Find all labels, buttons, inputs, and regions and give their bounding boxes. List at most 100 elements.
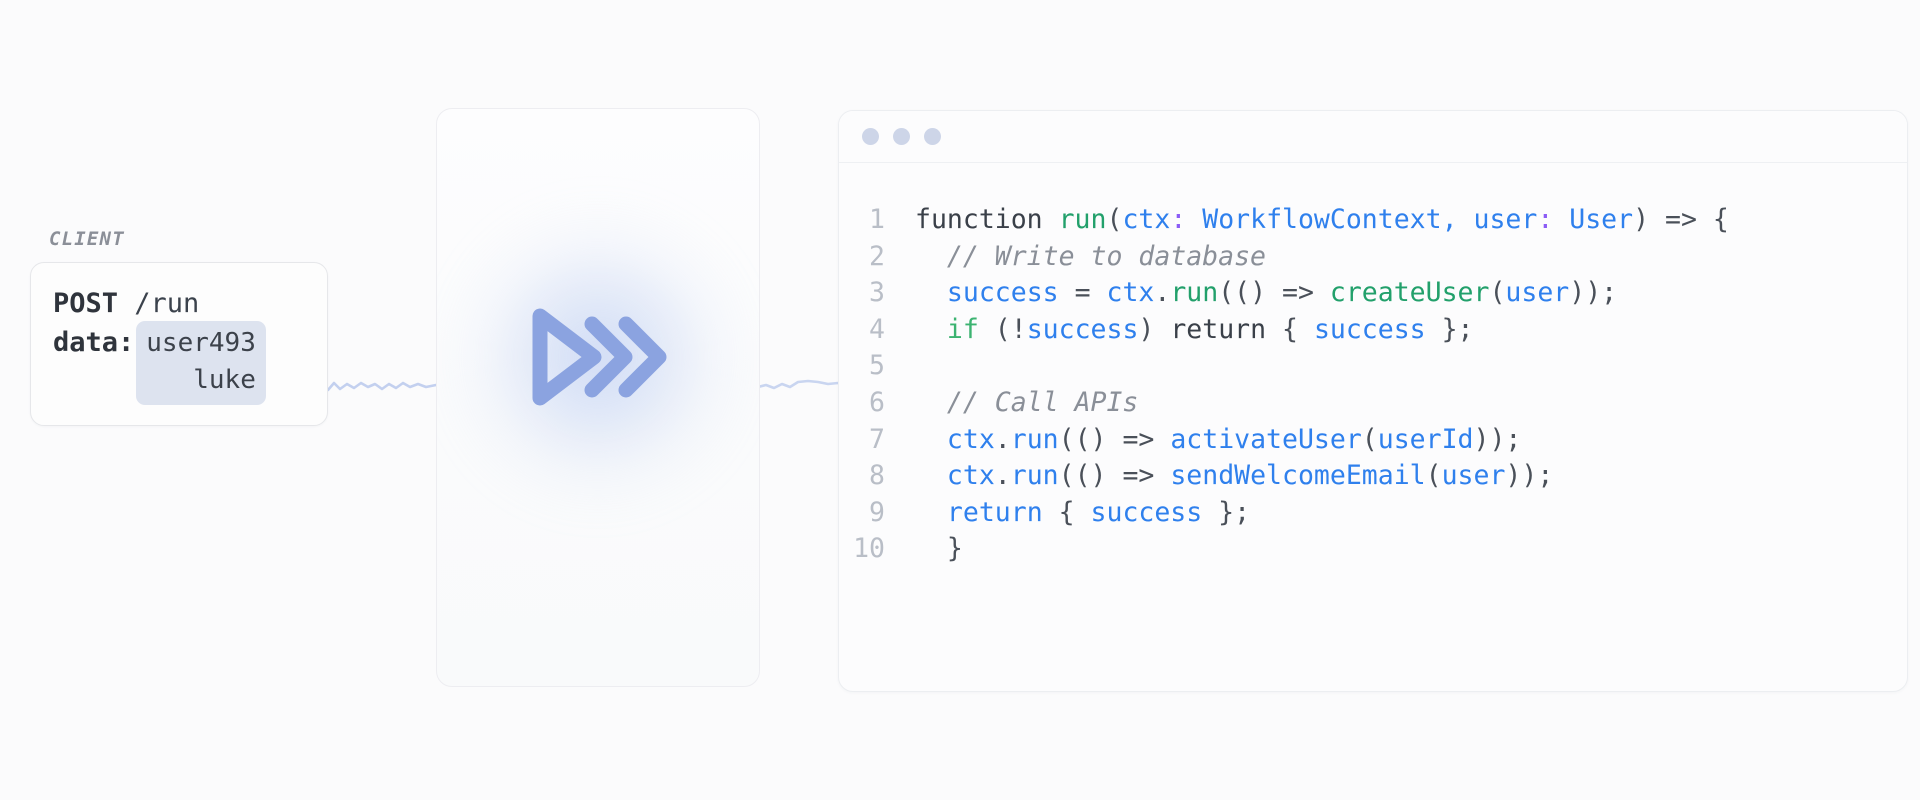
code-token: . [1154,277,1171,309]
code-token: run [1058,204,1107,235]
request-data-chip[interactable]: user493 luke [136,321,266,406]
window-minimize-dot-icon[interactable] [893,128,910,145]
code-token: (() => [1058,423,1171,455]
code-line-text: function run(ctx: WorkflowContext, user:… [915,202,1729,239]
code-token: return [946,496,1043,528]
request-path: /run [118,288,200,319]
code-line-text: // Write to database [915,239,1266,276]
code-token: )); [1473,423,1522,455]
code-token [915,497,947,528]
code-token: userId [1377,423,1474,455]
code-token: (() => [1218,277,1330,309]
request-method: POST [53,288,119,319]
chip-line-1: user493 [146,328,256,359]
code-line-text: // Call APIs [915,385,1138,422]
code-line-number: 3 [869,277,885,309]
code-token: ctx [1122,204,1171,235]
code-token: // Write to database [915,240,1266,272]
code-token [1186,204,1202,235]
code-line: 7 ctx.run(() => activateUser(userId)); [839,422,1907,459]
code-token: ) => { [1633,204,1729,235]
code-token: } [915,533,963,565]
code-line-number: 9 [869,496,885,528]
code-token [1553,204,1569,235]
code-token: : [1170,204,1187,235]
window-maximize-dot-icon[interactable] [924,128,941,145]
code-token: sendWelcomeEmail [1170,460,1426,492]
request-data-key: data: [53,327,135,359]
code-line-text: success = ctx.run(() => createUser(user)… [915,275,1617,312]
code-token: ( [1361,423,1378,455]
code-token [915,277,947,308]
code-token: function [915,204,1059,235]
code-line-number: 1 [869,204,885,235]
code-token: { [1266,313,1314,345]
code-line: 6 // Call APIs [839,385,1907,422]
code-line: 3 success = ctx.run(() => createUser(use… [839,275,1907,312]
code-token: ctx [946,423,995,455]
code-token: run [1170,277,1219,309]
engine-card[interactable] [436,108,760,687]
code-token: user [1473,204,1538,235]
client-request-card[interactable]: POST /run data: user493 luke [30,262,328,427]
code-line: 9 return { success }; [839,495,1907,532]
code-line: 8 ctx.run(() => sendWelcomeEmail(user)); [839,458,1907,495]
code-token: ( [1489,277,1506,309]
code-token: return [1170,313,1267,345]
code-line-number: 2 [869,240,885,272]
code-line-text: return { success }; [915,495,1250,532]
code-line-text: if (!success) return { success }; [915,312,1474,349]
code-token: }; [1425,313,1474,345]
request-line: POST /run [53,285,305,322]
code-token: )); [1569,277,1618,309]
code-token: success [1026,313,1139,345]
code-token: success [1090,496,1203,528]
code-window-titlebar [839,111,1907,163]
code-line: 2 // Write to database [839,239,1907,276]
code-token: )); [1505,460,1554,492]
fast-forward-logo-icon [532,308,667,406]
code-token [915,314,947,345]
code-token: ( [1106,204,1123,235]
code-line-number: 8 [869,460,885,492]
code-token: user [1505,277,1570,309]
code-token: , [1441,204,1474,235]
client-section: CLIENT POST /run data: user493 luke [30,228,360,427]
code-token: (() => [1058,460,1171,492]
code-line: 4 if (!success) return { success }; [839,312,1907,349]
code-token: ctx [946,460,995,492]
code-token: user [1441,460,1506,492]
code-token: if [946,313,979,345]
code-token: ) [1138,313,1171,345]
code-token: . [994,460,1011,492]
code-line-text: ctx.run(() => activateUser(userId)); [915,422,1521,459]
code-token: run [1010,423,1059,455]
code-token: }; [1202,496,1251,528]
code-token [915,460,947,491]
client-label: CLIENT [49,228,125,250]
code-token: // Call APIs [915,386,1139,418]
code-token [915,424,947,455]
code-line-text: } [915,531,963,568]
window-close-dot-icon[interactable] [862,128,879,145]
request-data-line: data: user493 luke [53,321,305,406]
code-token: . [994,423,1011,455]
code-token: (! [978,313,1027,345]
code-line-number: 6 [869,386,885,418]
code-token: : [1537,204,1554,235]
code-token: createUser [1329,277,1490,309]
code-token: User [1569,204,1634,235]
code-line: 5 [839,348,1907,385]
code-token: ( [1425,460,1442,492]
code-line: 1 function run(ctx: WorkflowContext, user… [839,202,1907,239]
code-token: { [1042,496,1091,528]
code-line-text: ctx.run(() => sendWelcomeEmail(user)); [915,458,1553,495]
code-line-number: 5 [869,350,885,382]
chip-line-2: luke [193,365,256,396]
code-token: WorkflowContext [1202,204,1442,235]
code-line-text [915,348,931,385]
code-line: 10 } [839,531,1907,568]
